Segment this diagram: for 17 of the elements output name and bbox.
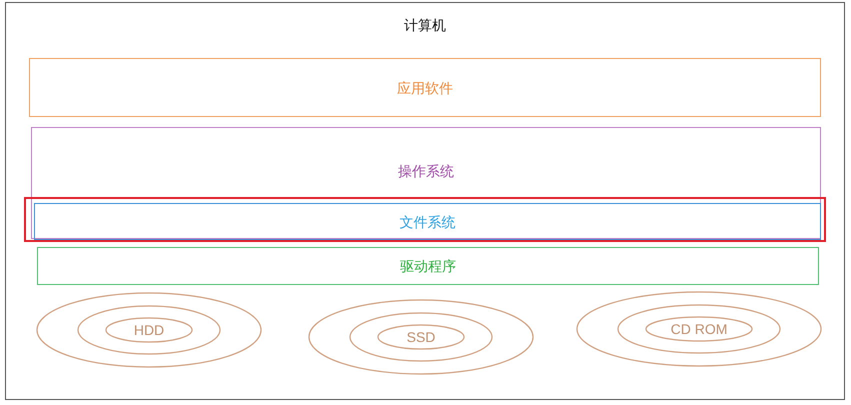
computer-frame (5, 2, 845, 400)
layer-box (34, 203, 821, 240)
layer-box (31, 127, 821, 239)
disk-ellipse (308, 299, 534, 375)
layer-box (29, 58, 821, 117)
layer-label: SSD (406, 330, 436, 344)
disk-ellipse (576, 291, 822, 367)
layer-box (37, 247, 819, 285)
node-label: 计算机 (404, 18, 446, 32)
layer-label: HDD (134, 323, 164, 337)
layer-label: 操作系统 (398, 164, 454, 178)
layer-label: CD ROM (670, 322, 728, 336)
layer-label: 应用软件 (397, 80, 453, 94)
disk-ellipse (36, 292, 262, 368)
layer-label: 文件系统 (400, 214, 456, 228)
layer-label: 驱动程序 (400, 259, 456, 273)
highlight-box (24, 197, 826, 242)
